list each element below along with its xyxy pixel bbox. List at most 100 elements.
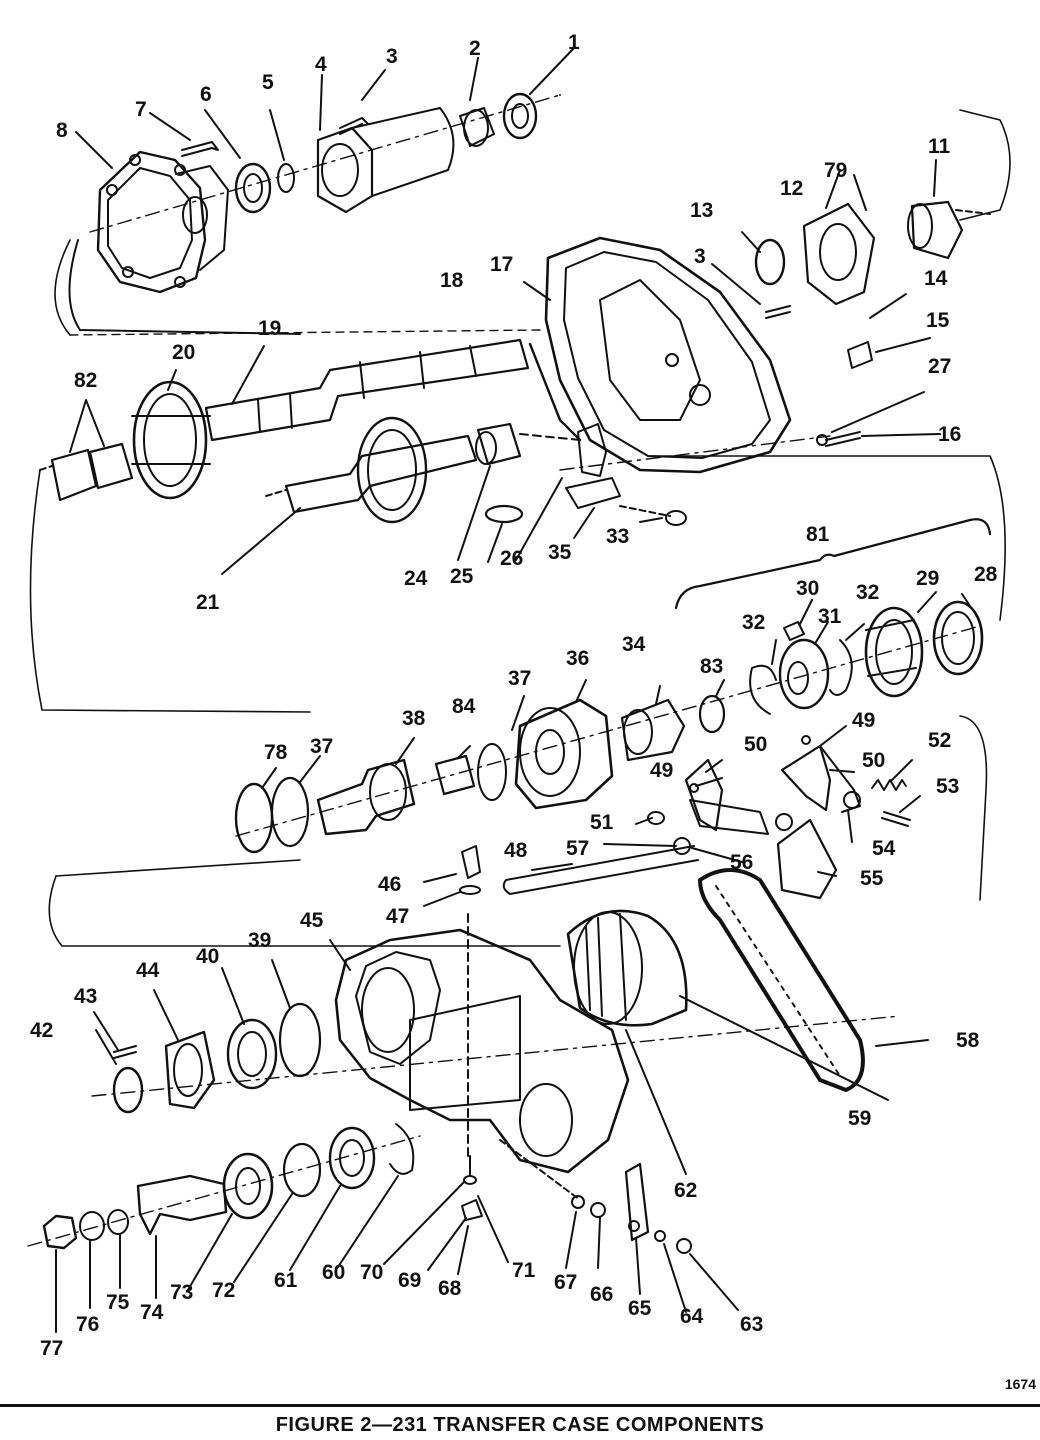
part-63-nut xyxy=(676,1238,692,1254)
part-66-nut xyxy=(590,1202,606,1218)
part-52-spring xyxy=(871,779,907,791)
callout-76: 76 xyxy=(76,1313,100,1336)
part-26-fork xyxy=(577,423,607,477)
callout-71: 71 xyxy=(512,1259,536,1282)
part-65-bracket xyxy=(624,1162,650,1242)
part-38-gear xyxy=(316,758,416,836)
callout-27: 27 xyxy=(928,355,952,378)
callout-78: 78 xyxy=(264,741,288,764)
callout-12: 12 xyxy=(780,177,804,200)
part-4-retainer xyxy=(316,126,374,214)
callout-31: 31 xyxy=(818,605,842,628)
part-77-nut xyxy=(42,1214,78,1250)
callout-37b: 37 xyxy=(310,735,334,758)
callout-63: 63 xyxy=(740,1313,764,1336)
section-front-housing xyxy=(68,47,1011,335)
callout-1: 1 xyxy=(568,31,580,54)
part-8-housing xyxy=(96,150,207,294)
part-7-bolt xyxy=(181,141,219,157)
callout-8: 8 xyxy=(56,119,68,142)
callout-11: 11 xyxy=(928,135,951,158)
part-45-case xyxy=(334,928,630,1174)
part-76-washer xyxy=(79,1211,105,1241)
part-37-washer xyxy=(477,743,507,801)
callout-36: 36 xyxy=(566,647,590,670)
callout-53: 53 xyxy=(936,775,960,798)
callout-25: 25 xyxy=(450,565,474,588)
callout-21: 21 xyxy=(196,591,220,614)
callout-75: 75 xyxy=(106,1291,130,1314)
callout-50a: 50 xyxy=(744,733,768,756)
callout-72: 72 xyxy=(212,1279,236,1302)
callout-47: 47 xyxy=(386,905,410,928)
callout-79: 79 xyxy=(824,159,848,182)
part-31-gear xyxy=(778,638,830,710)
callout-50b: 50 xyxy=(862,749,886,772)
part-46-vent xyxy=(461,845,481,879)
part-68-plug xyxy=(461,1199,483,1221)
section-shift xyxy=(48,715,988,947)
part-64-washer xyxy=(654,1230,666,1242)
callout-55: 55 xyxy=(860,867,884,890)
callout-35: 35 xyxy=(548,541,572,564)
part-29-ring xyxy=(864,606,924,698)
callout-46: 46 xyxy=(378,873,402,896)
callout-52: 52 xyxy=(928,729,952,752)
callout-15: 15 xyxy=(926,309,950,332)
part-50-fork xyxy=(684,758,724,832)
part-27-washer xyxy=(816,434,828,446)
part-78-ring xyxy=(234,782,274,854)
callout-43: 43 xyxy=(74,985,98,1008)
part-5-ring xyxy=(277,163,295,193)
callout-73: 73 xyxy=(170,1281,194,1304)
callout-84: 84 xyxy=(452,695,476,718)
callout-20: 20 xyxy=(172,341,196,364)
section-output xyxy=(27,1123,739,1333)
callout-68: 68 xyxy=(438,1277,462,1300)
callout-14: 14 xyxy=(924,267,948,290)
part-72-ring xyxy=(282,1142,322,1198)
callout-33: 33 xyxy=(606,525,630,548)
part-11-bearing xyxy=(910,200,964,260)
part-58-chain xyxy=(698,868,865,1092)
part-39-ring xyxy=(278,1002,322,1078)
callout-66: 66 xyxy=(590,1283,614,1306)
part-67-washer xyxy=(571,1195,585,1209)
callout-45: 45 xyxy=(300,909,324,932)
callout-48: 48 xyxy=(504,839,528,862)
part-30-part xyxy=(783,621,805,641)
callout-19: 19 xyxy=(258,317,282,340)
callout-62: 62 xyxy=(674,1179,698,1202)
callout-3b: 3 xyxy=(694,245,706,268)
part-84-bearing xyxy=(434,754,476,796)
reference-number: 1674 xyxy=(1004,1376,1036,1392)
part-54-lever xyxy=(819,745,861,813)
callout-38: 38 xyxy=(402,707,426,730)
section-planetary xyxy=(234,518,992,854)
callout-74: 74 xyxy=(140,1301,164,1324)
callout-57: 57 xyxy=(566,837,590,860)
caption-divider xyxy=(0,1404,1040,1407)
callout-17: 17 xyxy=(490,253,514,276)
callout-18: 18 xyxy=(440,269,464,292)
part-82-bearing xyxy=(50,448,98,502)
part-42-seal xyxy=(112,1066,144,1114)
callout-3: 3 xyxy=(386,45,398,68)
callout-39: 39 xyxy=(248,929,272,952)
callout-83: 83 xyxy=(700,655,724,678)
part-16-bolt xyxy=(825,431,861,447)
part-44-retainer xyxy=(164,1030,216,1110)
part-25-seal xyxy=(484,504,524,524)
part-36-carrier xyxy=(514,698,614,810)
callout-54: 54 xyxy=(872,837,896,860)
part-35-pad xyxy=(565,477,621,509)
callout-4: 4 xyxy=(315,53,327,76)
part-74-yoke xyxy=(136,1174,228,1236)
callout-34: 34 xyxy=(622,633,646,656)
part-32-ring xyxy=(829,639,853,696)
callout-56: 56 xyxy=(730,851,754,874)
callout-37a: 37 xyxy=(508,667,532,690)
callout-32a: 32 xyxy=(856,581,880,604)
